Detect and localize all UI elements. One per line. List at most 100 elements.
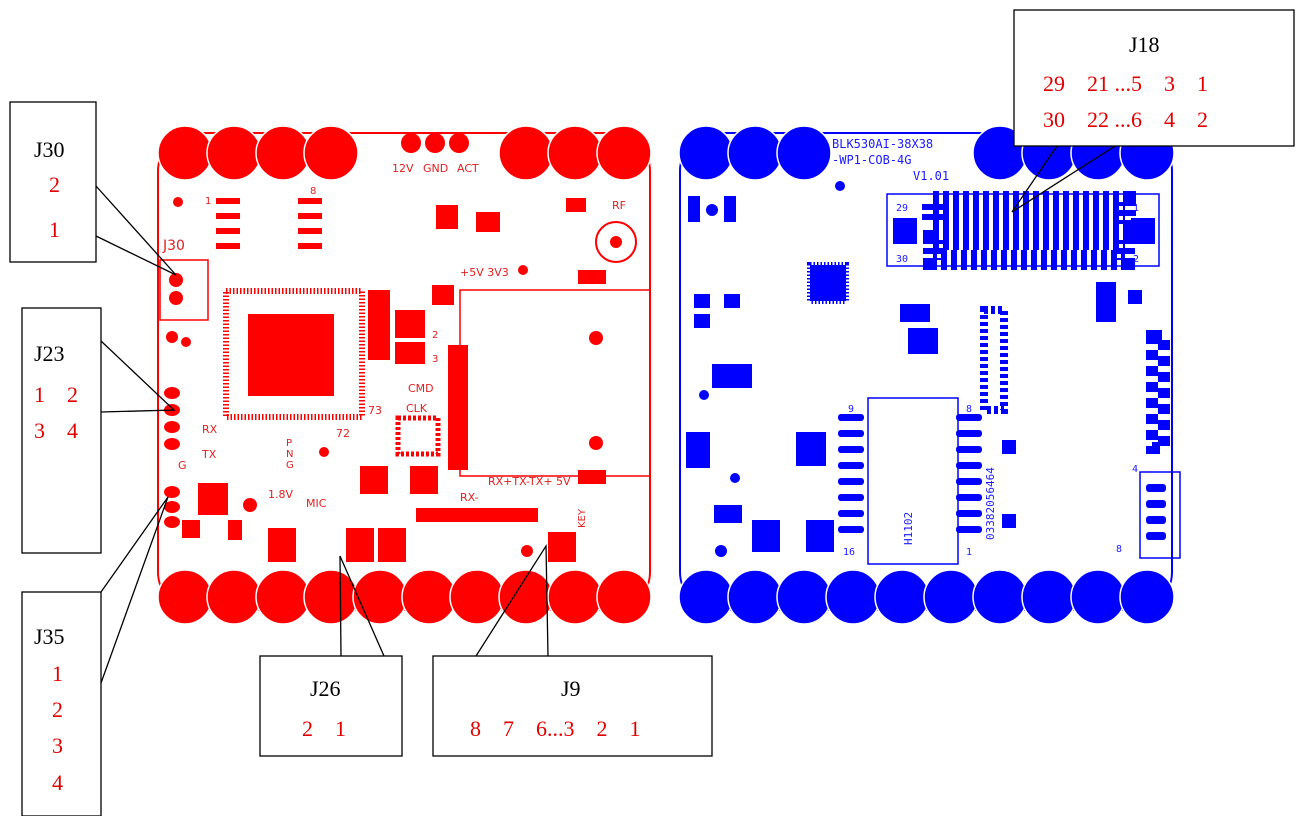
j18-label-1: 1: [1133, 203, 1139, 214]
j9-leader: [475, 543, 549, 657]
qfn-chip: [807, 262, 849, 304]
board-model-line-1: BLK530AI-38X38: [832, 137, 933, 151]
j35-pin-4: 4: [52, 770, 63, 795]
module-fiducial-1: [589, 331, 603, 345]
j23-row-2: 3 4: [34, 418, 78, 443]
board-model-line-2: -WP1-COB-4G: [832, 153, 911, 167]
j18-label-2: 2: [1133, 254, 1139, 265]
blue-small-components: [686, 196, 1170, 557]
label-g: G: [178, 459, 187, 472]
j26-pins: 2 1: [302, 716, 346, 741]
callout-j18: J18 29 21 ...5 3 1 30 22 ...6 4 2: [1011, 9, 1295, 213]
j30-pins: [169, 273, 183, 305]
dip-ic-pins-right: [956, 414, 982, 533]
j35-title: J35: [34, 624, 65, 649]
ic-pin-9: 9: [848, 404, 854, 415]
serial-number: 03382056464: [984, 467, 997, 540]
label-mic: MIC: [306, 497, 327, 510]
j9-title: J9: [561, 676, 581, 701]
label-pin72: 72: [336, 427, 350, 440]
ic-part-label: H1102: [902, 512, 915, 545]
red-led-pads: [401, 133, 469, 153]
j30-pin-2: 2: [49, 172, 60, 197]
label-rx-minus: RX-: [460, 491, 479, 504]
callout-j26: J26 2 1: [259, 555, 403, 757]
module-pad-bottom: [578, 470, 606, 484]
j35-pin-2: 2: [52, 697, 63, 722]
j9-pins: 8 7 6...3 2 1: [470, 716, 641, 741]
label-clk: CLK: [406, 402, 428, 415]
ic-pin-1: 1: [966, 547, 972, 558]
blue-fiducial: [835, 181, 845, 191]
label-g2: G: [286, 460, 294, 471]
j9-box: [432, 655, 713, 757]
j30-pin-1: 1: [49, 217, 60, 242]
label-1v8: 1.8V: [268, 488, 293, 501]
j23-leader: [100, 340, 176, 413]
j18-row-2: 30 22 ...6 4 2: [1043, 107, 1208, 132]
module-pad-strip: [448, 345, 468, 470]
j18-leader: [1011, 145, 1116, 213]
blue-board: BLK530AI-38X38 -WP1-COB-4G V1.01 2 9 30 1…: [678, 125, 1181, 625]
label-act: ACT: [457, 162, 479, 175]
label-rf: RF: [612, 199, 626, 212]
j30-title: J30: [34, 137, 65, 162]
label-pin73: 73: [368, 404, 382, 417]
red-mount-pads-bottom: [157, 569, 652, 625]
ic-pin-16: 16: [843, 547, 855, 558]
callout-j9: J9 8 7 6...3 2 1: [432, 543, 713, 757]
j23-box: [21, 307, 102, 554]
j18-pins-top: [922, 191, 1136, 235]
callout-j35: J35 1 2 3 4: [21, 496, 169, 816]
red-small-components: [166, 197, 586, 562]
label-uart: RX+TX-TX+ 5V: [488, 475, 571, 488]
j30-connector-outline: [159, 259, 209, 321]
j30-leader: [95, 185, 177, 276]
module-fiducial-2: [589, 436, 603, 450]
label-gnd: GND: [423, 162, 448, 175]
j18-label-30: 30: [896, 254, 908, 265]
main-soc: [248, 314, 334, 396]
j23-row-1: 1 2: [34, 382, 78, 407]
label-rails: +5V 3V3: [460, 266, 509, 279]
label-key: KEY: [577, 508, 588, 528]
side-connector-pins: [1146, 484, 1166, 540]
red-board: 12V GND ACT RF J30 +5V 3V3 73 72 CMD CLK: [157, 125, 652, 625]
j18-box: [1013, 9, 1295, 147]
j18-anchor-right: [1131, 218, 1155, 244]
red-mount-pads-top: [157, 125, 652, 181]
label-j30-silk: J30: [162, 238, 185, 254]
j18-pins-bottom: [923, 230, 1135, 270]
dip-ic-pins-left: [838, 414, 864, 533]
j18-title: J18: [1129, 32, 1160, 57]
label-n: N: [286, 449, 293, 460]
j35-pins: [164, 486, 180, 528]
board-version: V1.01: [913, 169, 949, 183]
side-label-8: 8: [1116, 544, 1122, 555]
j26-title: J26: [310, 676, 341, 701]
j35-leader: [100, 496, 169, 684]
j35-pin-3: 3: [52, 733, 63, 758]
side-label-4: 4: [1132, 464, 1138, 475]
j35-pin-1: 1: [52, 661, 63, 686]
label-two: 2: [432, 330, 438, 341]
label-three: 3: [432, 354, 438, 365]
label-cmd: CMD: [408, 382, 434, 395]
blue-mount-pads-bottom: [678, 569, 1175, 625]
label-p: P: [286, 438, 292, 449]
rf-connector: [595, 221, 637, 263]
callout-j23: J23 1 2 3 4: [21, 307, 176, 554]
label-rx: RX: [202, 423, 218, 436]
j26-box: [259, 655, 403, 757]
j18-anchor-left: [893, 218, 917, 244]
j35-box: [21, 591, 102, 816]
label-tx: TX: [201, 448, 217, 461]
callout-j30: J30 2 1: [9, 101, 177, 276]
j23-title: J23: [34, 341, 65, 366]
main-soc-pin-ring: [223, 288, 365, 420]
side-connector-outline: [1139, 471, 1181, 559]
label-eight: 8: [310, 186, 316, 197]
ic-pin-8: 8: [966, 404, 972, 415]
j26-leader: [339, 555, 385, 657]
label-one: 1: [205, 196, 211, 207]
